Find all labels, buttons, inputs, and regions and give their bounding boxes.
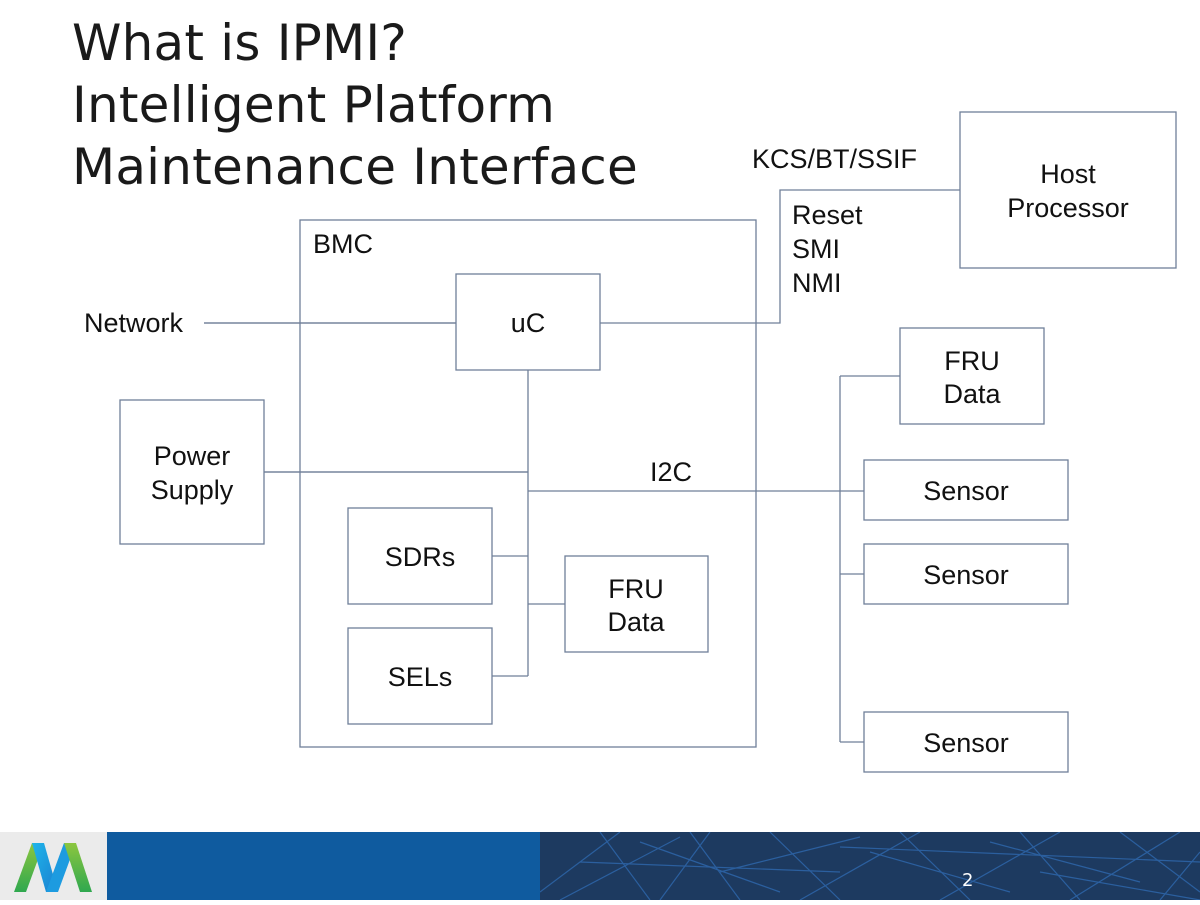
sdrs-label: SDRs (385, 542, 456, 572)
uc-label: uC (511, 308, 546, 338)
slide-footer: 2 (0, 832, 1200, 900)
slide-title: What is IPMI? Intelligent Platform Maint… (72, 12, 638, 198)
host-processor-label-1: Host (1040, 159, 1096, 189)
bmc-label: BMC (313, 229, 373, 259)
fru-internal-label-1: FRU (608, 574, 664, 604)
sensor-label-2: Sensor (923, 560, 1009, 590)
connections (204, 189, 960, 743)
fru-internal-box (564, 555, 709, 653)
host-signal-nmi: NMI (792, 268, 842, 298)
host-processor-box (959, 111, 1177, 269)
sensor-label-1: Sensor (923, 476, 1009, 506)
host-signal-smi: SMI (792, 234, 840, 264)
fru-external-box (899, 327, 1045, 425)
uc-box (455, 273, 601, 371)
bmc-box (299, 219, 757, 748)
sels-label: SELs (388, 662, 453, 692)
power-supply-label-2: Supply (151, 475, 234, 505)
i2c-label: I2C (650, 457, 692, 487)
power-supply-box (119, 399, 265, 545)
fru-internal-label-2: Data (607, 607, 665, 637)
host-interface-label: KCS/BT/SSIF (752, 144, 917, 174)
network-label: Network (84, 308, 184, 338)
uc-host-link (600, 189, 960, 324)
company-logo-icon (14, 843, 92, 892)
sensor-box-2 (863, 543, 1069, 605)
page-number: 2 (962, 870, 974, 891)
sdrs-box (347, 507, 493, 605)
logo-area (0, 832, 107, 900)
ipmi-diagram: BMC uC Network Power Supply SDRs SELs FR… (84, 111, 1177, 773)
network-pattern-graphic (540, 832, 1200, 900)
power-supply-label-1: Power (154, 441, 231, 471)
host-signal-reset: Reset (792, 200, 863, 230)
title-line-2: Intelligent Platform (72, 76, 556, 134)
footer-network-pattern (540, 832, 1200, 900)
sensor-box-1 (863, 459, 1069, 521)
title-line-3: Maintenance Interface (72, 138, 638, 196)
title-line-1: What is IPMI? (72, 14, 408, 72)
sensor-box-3 (863, 711, 1069, 773)
sels-box (347, 627, 493, 725)
sensor-label-3: Sensor (923, 728, 1009, 758)
host-processor-label-2: Processor (1007, 193, 1129, 223)
fru-external-label-2: Data (943, 379, 1001, 409)
fru-external-label-1: FRU (944, 346, 1000, 376)
